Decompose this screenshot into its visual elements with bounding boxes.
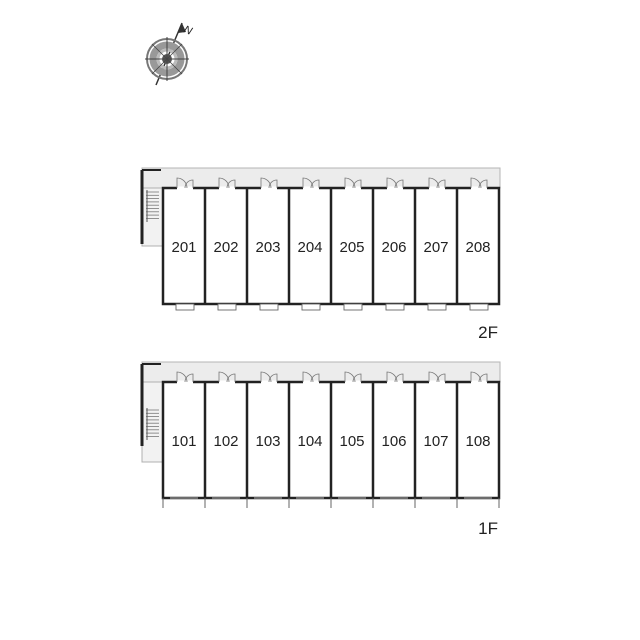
floor-1f: 101 102 103 104 105 106 107 108 1F (140, 361, 501, 538)
door-swing (394, 179, 404, 189)
unit-number: 205 (339, 239, 364, 256)
unit-204: 204 (287, 177, 323, 311)
floor-label: 2F (478, 323, 498, 342)
staircase (140, 363, 164, 463)
unit-number: 105 (339, 433, 364, 450)
door-swing (470, 177, 482, 189)
door-swing (386, 177, 398, 189)
door-swing (176, 371, 188, 383)
door-swing (226, 373, 236, 383)
door-swing (302, 371, 314, 383)
door-swing (260, 177, 272, 189)
staircase-landing (141, 381, 164, 463)
door-swing (478, 373, 488, 383)
door-swing (310, 179, 320, 189)
unit-104: 104 (287, 371, 324, 499)
unit-102: 102 (203, 371, 240, 499)
door-swing (344, 371, 356, 383)
unit-number: 107 (423, 433, 448, 450)
unit-207: 207 (413, 177, 449, 311)
balcony (175, 303, 195, 311)
balcony (385, 303, 405, 311)
balcony (259, 303, 279, 311)
door-swing (268, 179, 278, 189)
balcony (217, 303, 237, 311)
corridor (141, 361, 501, 383)
unit-number: 206 (381, 239, 406, 256)
unit-105: 105 (329, 371, 366, 499)
unit-103: 103 (245, 371, 282, 499)
compass-rose-icon: N (145, 22, 194, 86)
unit-208: 208 (455, 177, 491, 311)
corridor (141, 167, 501, 189)
unit-number: 208 (465, 239, 490, 256)
door-swing (352, 373, 362, 383)
door-swing (394, 373, 404, 383)
unit-205: 205 (329, 177, 365, 311)
door-swing (184, 373, 194, 383)
unit-202: 202 (203, 177, 239, 311)
unit-number: 103 (255, 433, 280, 450)
door-swing (268, 373, 278, 383)
compass-north-label: N (182, 24, 194, 38)
unit-203: 203 (245, 177, 281, 311)
door-swing (184, 179, 194, 189)
unit-number: 108 (465, 433, 490, 450)
balcony (343, 303, 363, 311)
floor-structure: 101 102 103 104 105 106 107 108 (140, 361, 501, 508)
door-swing (310, 373, 320, 383)
floor-structure: 201 202 203 204 205 206 207 208 (140, 167, 501, 311)
unit-101: 101 (170, 371, 198, 499)
door-swing (428, 177, 440, 189)
door-swing (478, 179, 488, 189)
door-swing (470, 371, 482, 383)
unit-107: 107 (413, 371, 450, 499)
door-swing (176, 177, 188, 189)
unit-number: 203 (255, 239, 280, 256)
unit-number: 101 (171, 433, 196, 450)
balcony (301, 303, 321, 311)
unit-number: 106 (381, 433, 406, 450)
unit-206: 206 (371, 177, 407, 311)
staircase-landing (141, 187, 164, 247)
unit-number: 207 (423, 239, 448, 256)
unit-number: 202 (213, 239, 238, 256)
unit-number: 201 (171, 239, 196, 256)
door-swing (428, 371, 440, 383)
door-swing (218, 177, 230, 189)
door-swing (226, 179, 236, 189)
unit-108: 108 (455, 371, 492, 499)
door-swing (436, 179, 446, 189)
door-swing (386, 371, 398, 383)
door-swing (218, 371, 230, 383)
floor-label: 1F (478, 519, 498, 538)
door-swing (344, 177, 356, 189)
door-swing (302, 177, 314, 189)
unit-106: 106 (371, 371, 408, 499)
unit-201: 201 (171, 177, 197, 311)
unit-number: 104 (297, 433, 322, 450)
door-swing (352, 179, 362, 189)
unit-number: 204 (297, 239, 322, 256)
floor-2f: 201 202 203 204 205 206 207 208 2F (140, 167, 501, 342)
balcony (427, 303, 447, 311)
unit-number: 102 (213, 433, 238, 450)
door-swing (436, 373, 446, 383)
balcony (469, 303, 489, 311)
door-swing (260, 371, 272, 383)
